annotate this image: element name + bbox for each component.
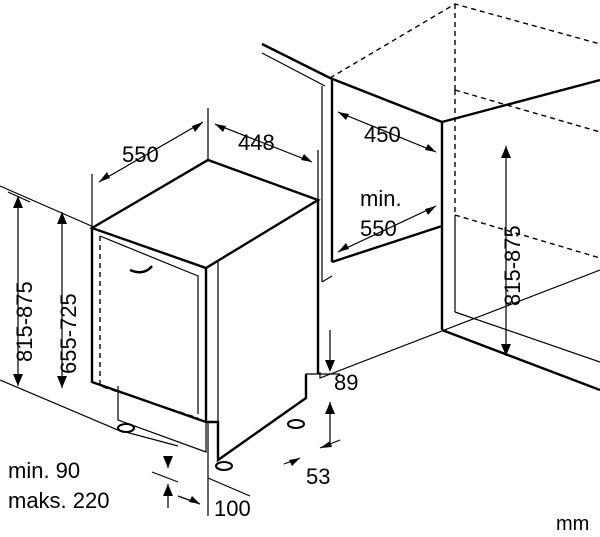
dim-toe-min-label: min. 90 bbox=[8, 458, 80, 483]
dim-plinth-recess-label: 53 bbox=[306, 464, 330, 489]
dim-height-outer-label: 815-875 bbox=[12, 281, 37, 362]
dimension-height-outer: 815-875 bbox=[7, 191, 37, 386]
dimension-height-inner: 655-725 bbox=[56, 212, 81, 388]
dimension-niche-height: 815-875 bbox=[500, 146, 525, 356]
dimension-100: 100 bbox=[177, 422, 251, 521]
dim-niche-height-label: 815-875 bbox=[500, 225, 525, 306]
dim-niche-depth-value: 550 bbox=[360, 216, 397, 241]
dishwasher-outline bbox=[89, 158, 321, 471]
dimension-550: 550 bbox=[91, 108, 209, 228]
dimension-min-550: min. 550 bbox=[337, 186, 437, 253]
cabinet-niche-outline bbox=[261, 3, 600, 392]
unit-label: mm bbox=[556, 513, 589, 535]
dim-width-label: 550 bbox=[122, 142, 159, 167]
dim-depth-label: 448 bbox=[238, 130, 275, 155]
dimension-89: 89 bbox=[306, 330, 358, 442]
dim-plinth-height-label: 89 bbox=[334, 370, 358, 395]
dim-height-inner-label: 655-725 bbox=[56, 293, 81, 374]
dimension-450: 450 bbox=[337, 111, 437, 153]
dimension-53: 53 bbox=[283, 439, 341, 489]
dimension-toe-kick: min. 90 maks. 220 bbox=[8, 456, 179, 513]
dim-toe-depth-label: 100 bbox=[214, 496, 251, 521]
dim-toe-max-label: maks. 220 bbox=[8, 488, 110, 513]
dim-niche-depth-min: min. bbox=[360, 186, 402, 211]
dimension-448: 448 bbox=[214, 123, 319, 200]
dim-niche-width-label: 450 bbox=[364, 122, 401, 147]
